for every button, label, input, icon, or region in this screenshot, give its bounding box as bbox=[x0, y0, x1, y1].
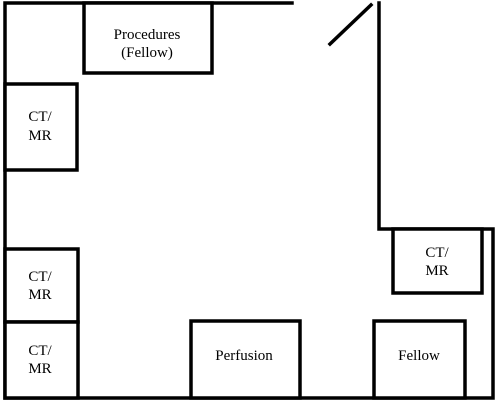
room-ct-mr-upper: CT/ MR bbox=[3, 82, 79, 172]
room-procedures-label-line2: (Fellow) bbox=[121, 45, 173, 61]
room-ct-mr-lower-b-label-line2: MR bbox=[28, 361, 51, 377]
room-procedures-label-line1: Procedures bbox=[114, 27, 181, 43]
room-fellow-box bbox=[372, 319, 467, 400]
outer-wall bbox=[3, 1, 495, 400]
room-ct-mr-right: CT/ MR bbox=[391, 227, 484, 295]
room-fellow: Fellow bbox=[372, 319, 467, 400]
room-perfusion-label: Perfusion bbox=[215, 348, 273, 364]
room-ct-mr-right-box bbox=[391, 227, 484, 295]
room-ct-mr-upper-label-line1: CT/ bbox=[28, 109, 52, 125]
room-ct-mr-right-label-line1: CT/ bbox=[425, 245, 449, 261]
room-perfusion-box bbox=[189, 319, 302, 400]
room-ct-mr-lower-b-box bbox=[3, 320, 80, 400]
room-ct-mr-lower-a-label-line1: CT/ bbox=[28, 269, 52, 285]
room-perfusion: Perfusion bbox=[189, 319, 302, 400]
room-ct-mr-lower-a-box bbox=[3, 247, 80, 324]
room-ct-mr-lower-a-label-line2: MR bbox=[28, 287, 51, 303]
room-ct-mr-lower-b-label-line1: CT/ bbox=[28, 343, 52, 359]
room-ct-mr-right-label-line2: MR bbox=[425, 263, 448, 279]
room-procedures-box bbox=[82, 1, 214, 75]
room-procedures-fellow: Procedures (Fellow) bbox=[82, 1, 214, 75]
room-ct-mr-lower-a: CT/ MR bbox=[3, 247, 80, 324]
room-ct-mr-lower-b: CT/ MR bbox=[3, 320, 80, 400]
room-ct-mr-upper-box bbox=[3, 82, 79, 172]
door-swing-line bbox=[327, 2, 374, 47]
room-ct-mr-upper-label-line2: MR bbox=[28, 128, 51, 144]
room-fellow-label: Fellow bbox=[398, 348, 440, 364]
